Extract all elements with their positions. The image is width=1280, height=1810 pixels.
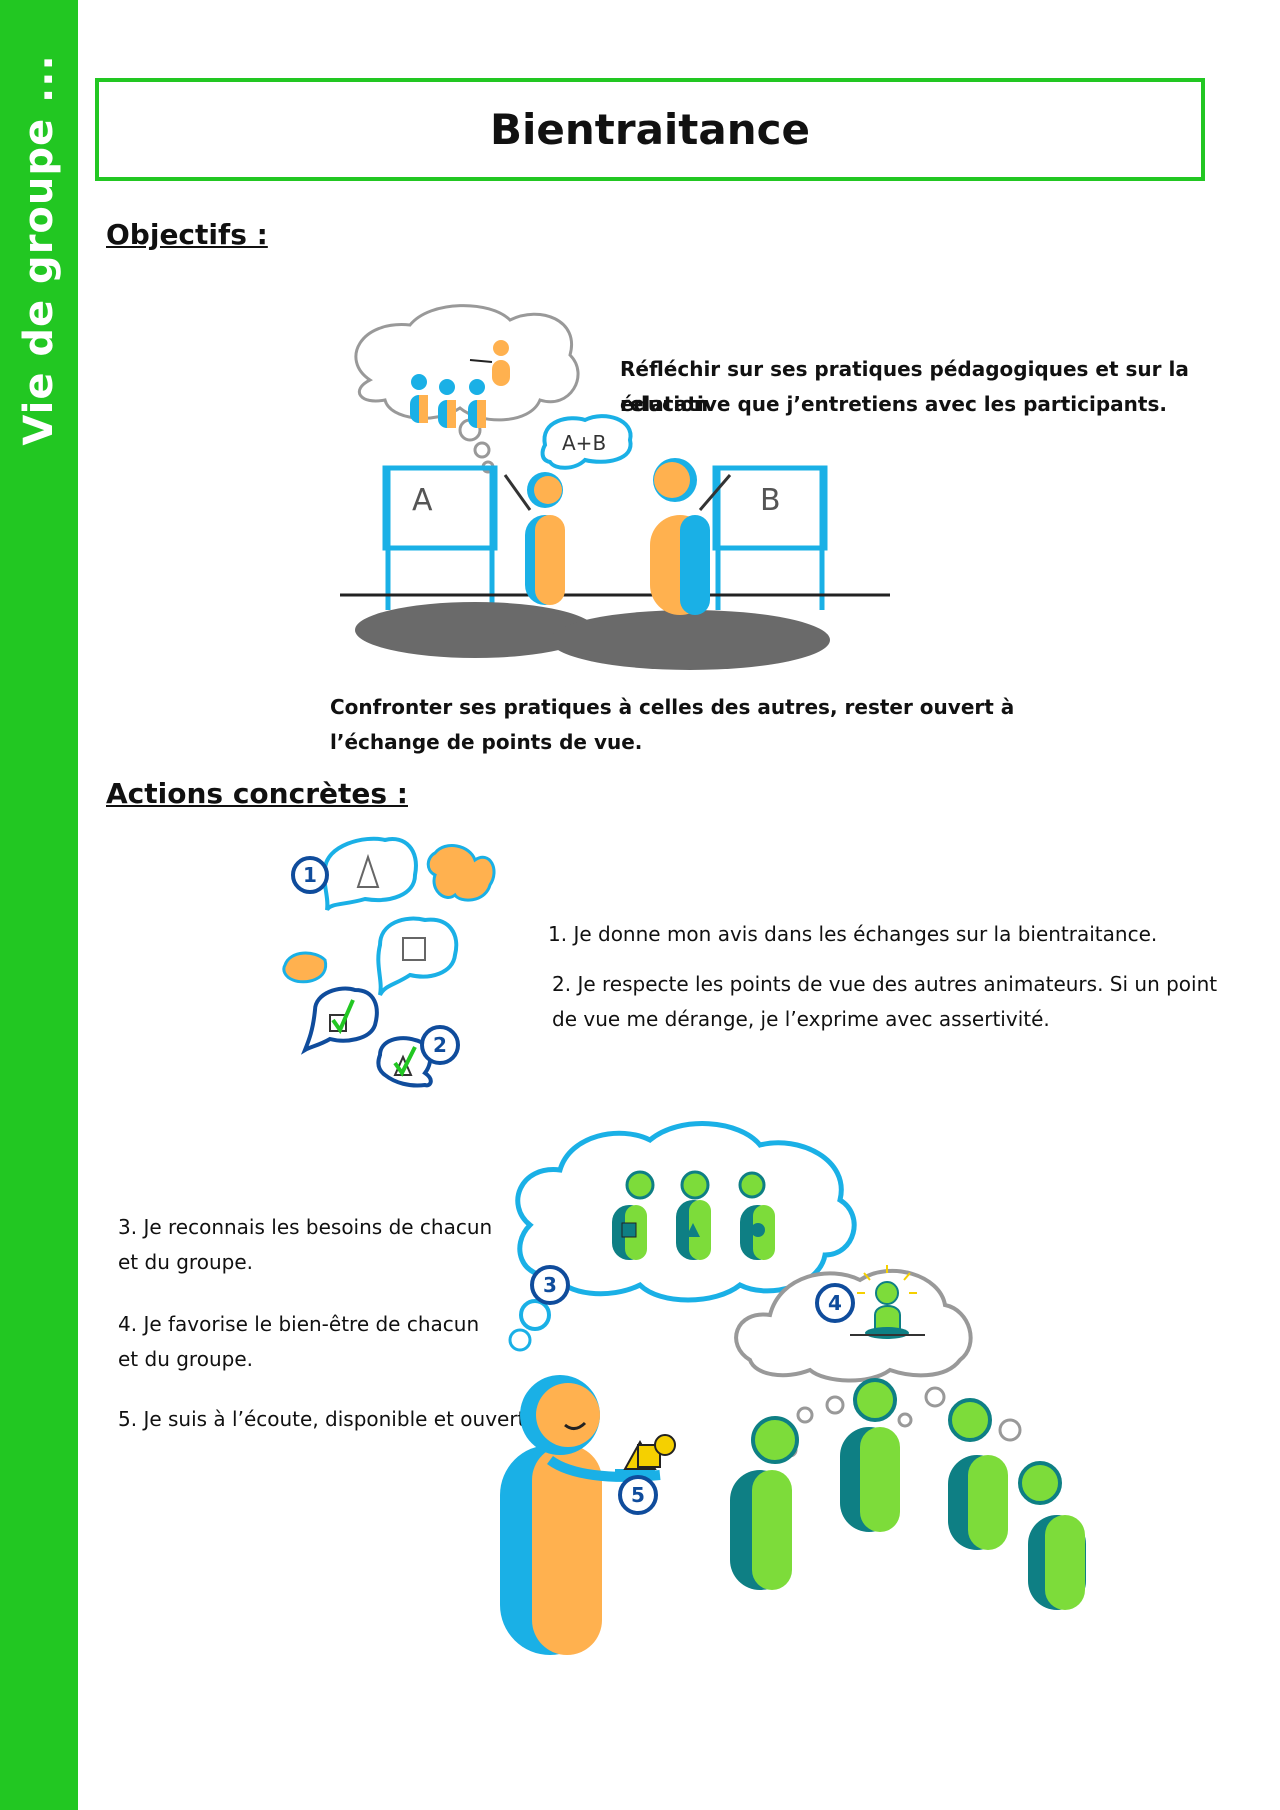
badge-4: [815, 1283, 855, 1323]
side-band: Vie de groupe ...: [0, 0, 78, 1810]
person-left: [503, 472, 565, 605]
meditating-figure: [850, 1265, 925, 1339]
actions-illustration-2: 3 4 5: [500, 1121, 1086, 1655]
board-a: [382, 465, 498, 610]
badge-3: [530, 1265, 570, 1305]
title-box: Bientraitance: [95, 78, 1205, 181]
cloud-figures: [410, 340, 510, 428]
action-4-line1: 4. Je favorise le bien-être de chacun: [118, 1312, 480, 1336]
side-label: Vie de groupe ...: [16, 54, 62, 446]
objectif-1-line1: Réfléchir sur ses pratiques pédagogiques…: [620, 357, 1189, 416]
bubble-text: A+B: [562, 431, 606, 455]
svg-text:2: 2: [433, 1033, 447, 1057]
group-figures: [730, 1378, 1086, 1610]
svg-text:5: 5: [631, 1483, 645, 1507]
wellbeing-cloud: [734, 1269, 973, 1383]
cloud-group: [612, 1170, 775, 1260]
page-title: Bientraitance: [489, 105, 811, 154]
animator-figure: 5: [500, 1375, 676, 1655]
action-2-line1: 2. Je respecte les points de vue des aut…: [552, 972, 1218, 996]
objectif-1-line2: éducative que j’entretiens avec les part…: [620, 392, 1167, 416]
shadow-left: [355, 602, 595, 658]
action-2-line2: de vue me dérange, je l’exprime avec ass…: [552, 1007, 1050, 1031]
actions-heading: Actions concrètes :: [106, 777, 408, 810]
action-1: 1. Je donne mon avis dans les échanges s…: [548, 922, 1158, 946]
badge-1: [291, 856, 329, 894]
person-right: [650, 458, 732, 615]
action-4-line2: et du groupe.: [118, 1347, 253, 1371]
action-5: 5. Je suis à l’écoute, disponible et ouv…: [118, 1407, 532, 1431]
svg-text:1: 1: [303, 863, 317, 887]
objectifs-heading: Objectifs :: [106, 218, 268, 251]
svg-text:3: 3: [543, 1273, 557, 1297]
actions-illustration-1: 1 2: [282, 836, 496, 1088]
objectifs-illustration: A B A+B: [340, 304, 890, 670]
badge-2: [420, 1025, 460, 1065]
board-b-label: B: [760, 483, 781, 518]
board-a-label: A: [412, 483, 433, 518]
exchange-bubble: A+B: [540, 414, 633, 470]
objectif-2-line2: l’échange de points de vue.: [330, 730, 643, 754]
objectif-2-line1: Confronter ses pratiques à celles des au…: [330, 695, 1015, 719]
badge-5: [618, 1475, 658, 1515]
svg-text:4: 4: [828, 1291, 842, 1315]
shadow-right: [550, 610, 830, 670]
board-b: [712, 465, 828, 610]
action-3-line2: et du groupe.: [118, 1250, 253, 1274]
action-3-line1: 3. Je reconnais les besoins de chacun: [118, 1215, 493, 1239]
